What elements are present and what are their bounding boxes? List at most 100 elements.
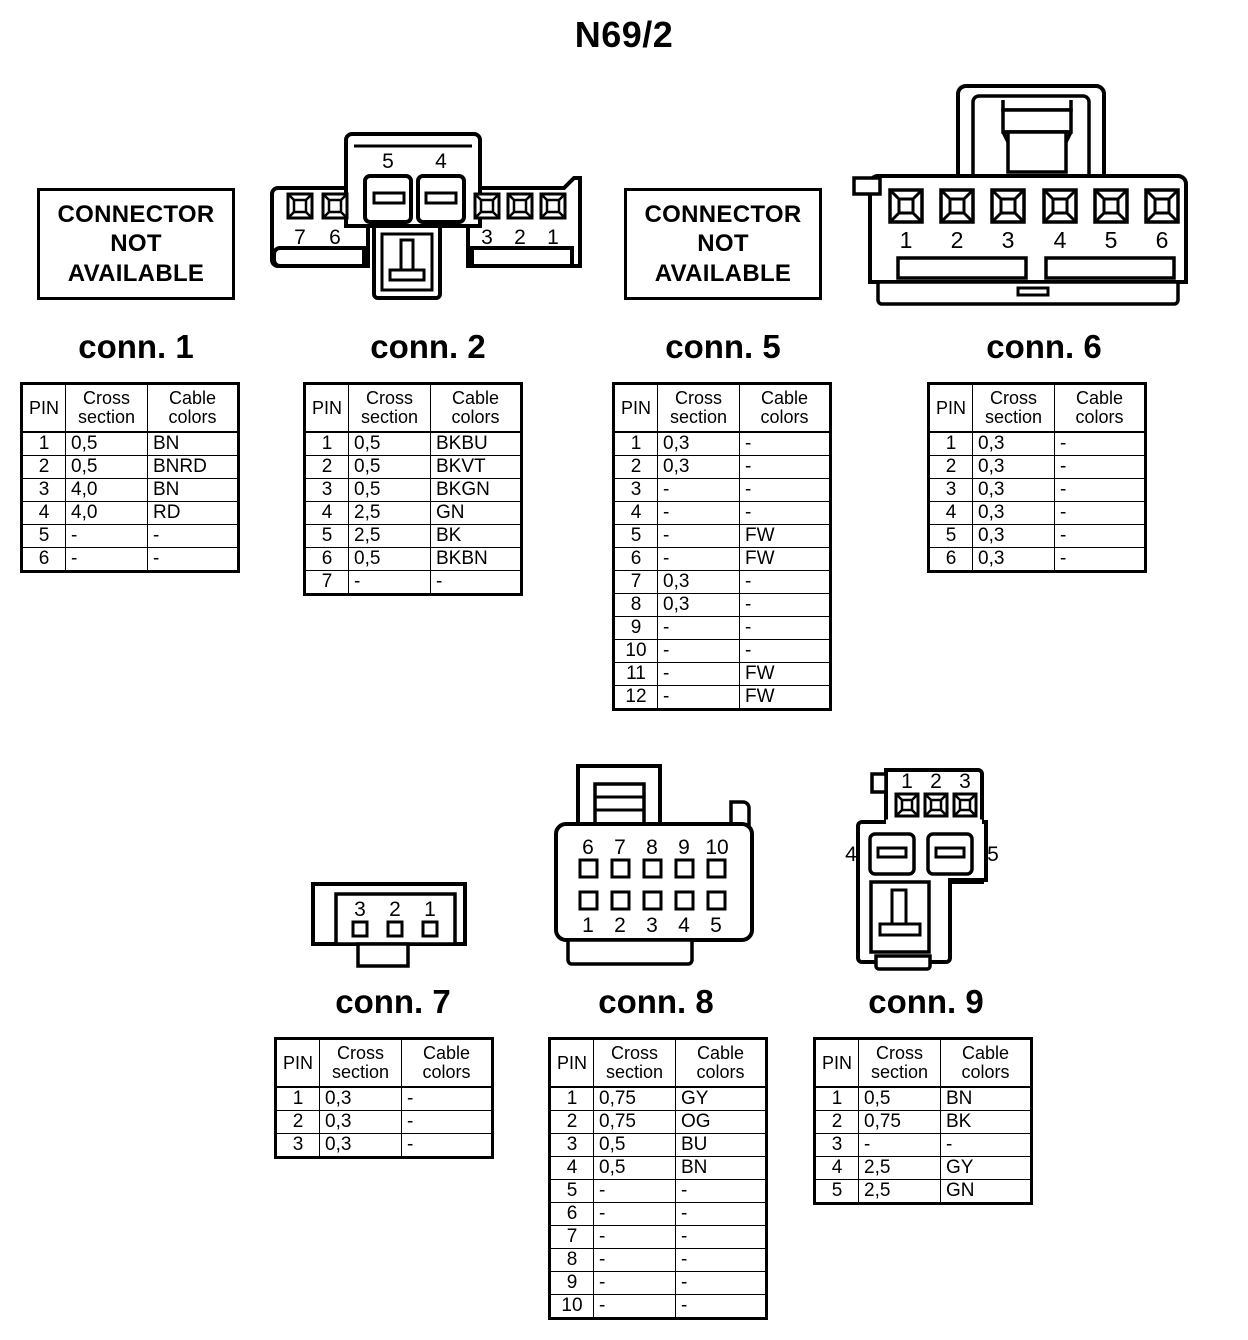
connector-drawing-conn2: 7 6 5 4 3 2 1: [268, 128, 588, 303]
cell-pin: 6: [928, 547, 973, 572]
cell-cross-section: 0,75: [593, 1110, 676, 1134]
cell-cable-colors: BNRD: [147, 455, 239, 479]
caption-conn9: conn. 9: [868, 983, 984, 1020]
cell-cable-colors: BU: [675, 1133, 767, 1157]
cell-pin: 1: [275, 1086, 320, 1111]
cell-cross-section: 0,3: [972, 501, 1055, 525]
cell-pin: 5: [549, 1179, 594, 1203]
cell-cable-colors: GY: [675, 1086, 767, 1111]
cell-pin: 4: [928, 501, 973, 525]
cell-pin: 1: [814, 1086, 859, 1111]
cell-cable-colors: BK: [940, 1110, 1032, 1134]
cell-pin: 7: [304, 570, 349, 595]
cell-cross-section: 0,5: [65, 431, 148, 456]
cell-cable-colors: BKBU: [430, 431, 522, 456]
cell-pin: 2: [549, 1110, 594, 1134]
cell-cross-section: -: [593, 1202, 676, 1226]
header-pin: PIN: [275, 1038, 320, 1088]
cell-pin: 6: [304, 547, 349, 571]
cell-cable-colors: -: [739, 616, 831, 640]
pin-label-3: 3: [1002, 227, 1015, 253]
cell-cross-section: 0,5: [593, 1156, 676, 1180]
cna-line-2: NOT: [110, 230, 162, 258]
cell-cross-section: -: [593, 1294, 676, 1319]
cell-cable-colors: -: [739, 501, 831, 525]
cell-pin: 5: [613, 524, 658, 548]
cell-cross-section: 0,75: [593, 1086, 676, 1111]
caption-conn7: conn. 7: [335, 983, 451, 1020]
cell-cable-colors: FW: [739, 685, 831, 710]
cell-cross-section: -: [65, 547, 148, 572]
cell-cross-section: 0,3: [657, 593, 740, 617]
connector-drawing-conn6: 1 2 3 4 5 6: [848, 78, 1208, 308]
cell-cable-colors: -: [147, 547, 239, 572]
cell-pin: 1: [304, 431, 349, 456]
cell-cross-section: -: [65, 524, 148, 548]
cell-cable-colors: FW: [739, 524, 831, 548]
table-row: 7--: [304, 570, 522, 595]
cell-cable-colors: BN: [147, 478, 239, 502]
cna-line-3: AVAILABLE: [654, 259, 792, 287]
cell-cross-section: 0,5: [593, 1133, 676, 1157]
pin-label-2: 2: [614, 914, 626, 937]
pin-label-1: 1: [901, 770, 913, 793]
cell-cable-colors: GN: [430, 501, 522, 525]
cell-cable-colors: -: [739, 455, 831, 479]
cell-cable-colors: -: [675, 1179, 767, 1203]
header-pin: PIN: [304, 383, 349, 433]
pin-label-2: 2: [951, 227, 964, 253]
caption-conn2: conn. 2: [370, 328, 486, 365]
cell-cross-section: 0,3: [657, 455, 740, 479]
cell-cross-section: 0,3: [972, 431, 1055, 456]
cell-cross-section: 0,3: [972, 547, 1055, 572]
cell-pin: 7: [549, 1225, 594, 1249]
cell-pin: 3: [928, 478, 973, 502]
cell-cross-section: 4,0: [65, 478, 148, 502]
table-row: 9--: [549, 1271, 767, 1295]
cell-cross-section: 0,3: [972, 524, 1055, 548]
cell-cable-colors: -: [675, 1225, 767, 1249]
cell-pin: 6: [21, 547, 66, 572]
header-pin: PIN: [549, 1038, 594, 1088]
cell-cross-section: 0,5: [858, 1086, 941, 1111]
cell-cable-colors: -: [1054, 431, 1146, 456]
caption-conn8: conn. 8: [598, 983, 714, 1020]
cell-cable-colors: -: [401, 1110, 493, 1134]
pin-label-6: 6: [1156, 227, 1169, 253]
header-pin: PIN: [814, 1038, 859, 1088]
cell-cross-section: -: [348, 570, 431, 595]
pin-label-4: 4: [1054, 227, 1067, 253]
cell-cable-colors: -: [1054, 547, 1146, 572]
